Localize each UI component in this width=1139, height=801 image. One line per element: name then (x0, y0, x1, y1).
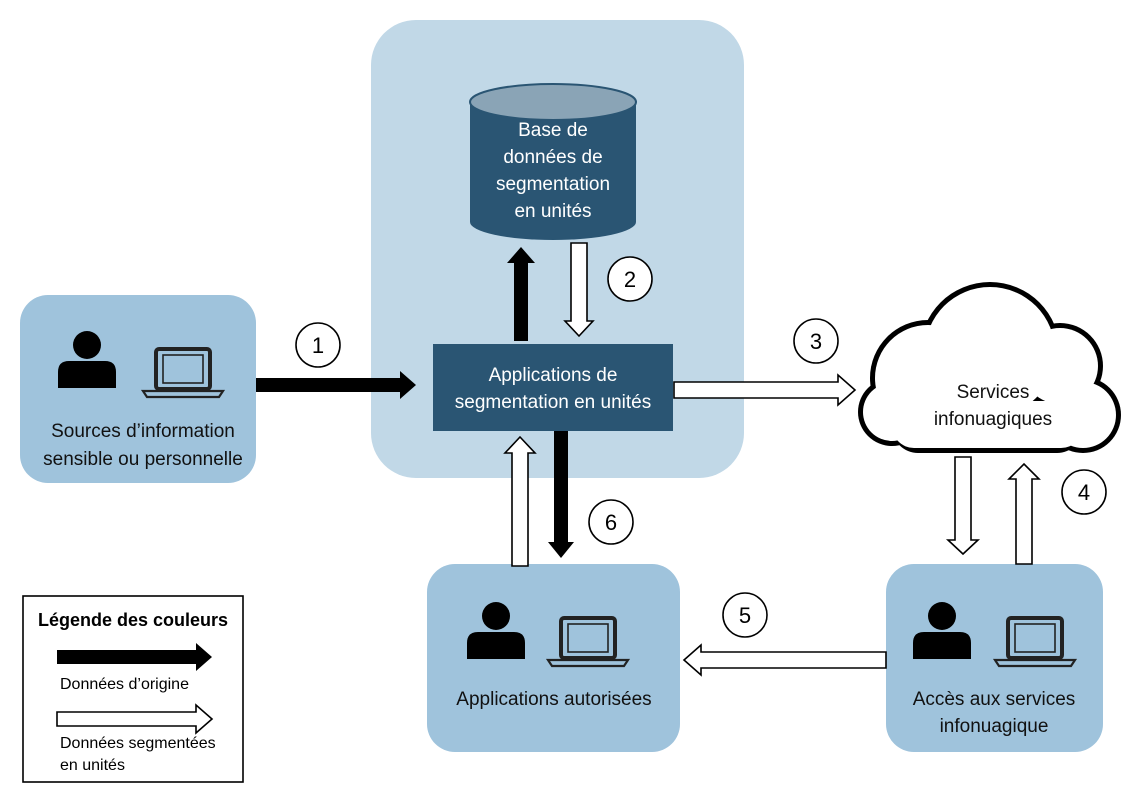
segmentation-apps-line2: segmentation en unités (455, 392, 651, 413)
step-5-number: 5 (739, 603, 751, 628)
arrow-step-2 (563, 242, 595, 338)
arrow-step-4-up (1007, 462, 1041, 565)
step-6-badge: 6 (588, 499, 634, 545)
arrow-step-5 (682, 643, 887, 677)
step-4-number: 4 (1078, 480, 1090, 505)
segmentation-apps-line1: Applications de (489, 365, 618, 386)
arrow-to-database (507, 247, 535, 341)
legend: Légende des couleurs Données d’origine D… (22, 595, 244, 783)
database-label-line4: en unités (514, 201, 591, 222)
cloud-access-line1: Accès aux services (913, 689, 1076, 710)
legend-tokenized-label-line2: en unités (60, 757, 125, 774)
cloud-icon: Services infonuagiques (858, 282, 1121, 453)
cloud-label-line2: infonuagiques (934, 409, 1052, 430)
legend-title: Légende des couleurs (38, 610, 228, 630)
cloud-label-line1: Services (957, 382, 1030, 403)
step-2-number: 2 (624, 267, 636, 292)
arrow-step-4-down (945, 456, 981, 556)
arrow-step-6-down (548, 431, 574, 558)
sources-label-line1: Sources d’information (51, 421, 235, 442)
step-3-number: 3 (810, 329, 822, 354)
step-2-badge: 2 (607, 256, 653, 302)
step-5-badge: 5 (722, 592, 768, 638)
arrow-step-6-up (503, 435, 537, 567)
legend-tokenized-arrow (56, 703, 214, 735)
step-3-badge: 3 (793, 318, 839, 364)
legend-original-label: Données d’origine (60, 676, 189, 693)
database-label-line3: segmentation (496, 174, 610, 195)
database-label-line1: Base de (518, 120, 588, 141)
step-1-number: 1 (312, 333, 324, 358)
authorized-apps-box: Applications autorisées (427, 564, 680, 752)
step-1-badge: 1 (295, 322, 341, 368)
legend-tokenized-label-line1: Données segmentées (60, 735, 216, 752)
legend-original-arrow (57, 643, 212, 671)
step-6-number: 6 (605, 510, 617, 535)
arrow-step-1 (256, 371, 416, 399)
database-icon: Base de données de segmentation en unité… (469, 83, 637, 240)
segmentation-apps-box: Applications de segmentation en unités (433, 344, 673, 431)
sources-label-line2: sensible ou personnelle (43, 449, 243, 470)
sources-box: Sources d’information sensible ou person… (20, 295, 256, 483)
database-label-line2: données de (503, 147, 602, 168)
cloud-access-box: Accès aux services infonuagique (886, 564, 1103, 752)
authorized-apps-label: Applications autorisées (456, 689, 651, 710)
cloud-access-line2: infonuagique (940, 716, 1049, 737)
step-4-badge: 4 (1061, 469, 1107, 515)
arrow-step-3 (673, 373, 857, 407)
